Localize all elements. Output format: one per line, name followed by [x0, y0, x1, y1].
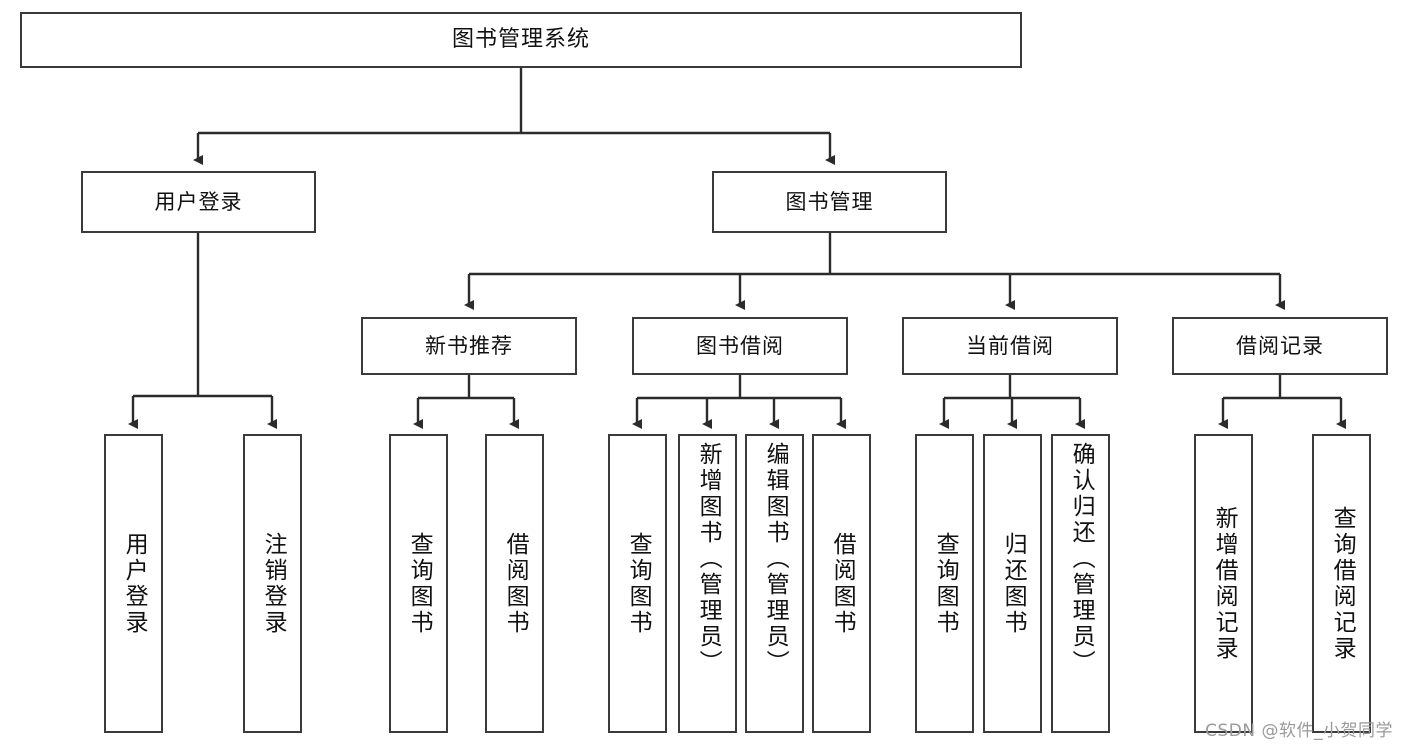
node-leaf-query-book-3[interactable]: 查询图书: [915, 434, 974, 733]
node-book-borrow[interactable]: 图书借阅: [632, 317, 848, 375]
node-leaf-query-book-1-label: 查询图书: [406, 531, 433, 636]
node-leaf-borrow-book-2[interactable]: 借阅图书: [812, 434, 871, 733]
node-root[interactable]: 图书管理系统: [20, 12, 1022, 68]
node-leaf-borrow-book-1[interactable]: 借阅图书: [485, 434, 544, 733]
node-borrow-record[interactable]: 借阅记录: [1172, 317, 1388, 375]
node-leaf-add-book[interactable]: 新增图书（管理员）: [678, 434, 737, 733]
node-new-book-recommend-label: 新书推荐: [425, 333, 513, 358]
node-leaf-user-login[interactable]: 用户登录: [104, 434, 163, 733]
node-borrow-record-label: 借阅记录: [1236, 333, 1324, 358]
node-leaf-logout-label: 注销登录: [260, 531, 287, 636]
node-leaf-borrow-book-1-label: 借阅图书: [502, 531, 529, 636]
node-current-borrow[interactable]: 当前借阅: [902, 317, 1118, 375]
node-leaf-confirm-return-label: 确认归还（管理员）: [1068, 442, 1095, 676]
node-leaf-query-record[interactable]: 查询借阅记录: [1312, 434, 1371, 733]
node-root-label: 图书管理系统: [451, 27, 590, 53]
node-user-login[interactable]: 用户登录: [81, 171, 316, 233]
node-book-manage[interactable]: 图书管理: [712, 171, 947, 233]
node-leaf-logout[interactable]: 注销登录: [243, 434, 302, 733]
node-leaf-return-book[interactable]: 归还图书: [983, 434, 1042, 733]
node-user-login-label: 用户登录: [154, 189, 243, 214]
node-book-manage-label: 图书管理: [785, 189, 874, 214]
node-leaf-query-book-2[interactable]: 查询图书: [608, 434, 667, 733]
node-current-borrow-label: 当前借阅: [966, 333, 1054, 358]
node-leaf-query-book-3-label: 查询图书: [932, 531, 959, 636]
watermark-text: CSDN @软件_小贺同学: [1205, 721, 1393, 741]
node-leaf-confirm-return[interactable]: 确认归还（管理员）: [1051, 434, 1110, 733]
node-leaf-add-record[interactable]: 新增借阅记录: [1194, 434, 1253, 733]
node-leaf-query-book-1[interactable]: 查询图书: [389, 434, 448, 733]
node-leaf-query-book-2-label: 查询图书: [625, 531, 652, 636]
node-new-book-recommend[interactable]: 新书推荐: [361, 317, 577, 375]
node-leaf-user-login-label: 用户登录: [121, 531, 148, 636]
node-leaf-return-book-label: 归还图书: [1000, 531, 1027, 636]
node-leaf-edit-book[interactable]: 编辑图书（管理员）: [745, 434, 804, 733]
node-leaf-add-record-label: 新增借阅记录: [1211, 505, 1238, 662]
node-leaf-query-record-label: 查询借阅记录: [1329, 505, 1356, 662]
node-leaf-borrow-book-2-label: 借阅图书: [829, 531, 856, 636]
node-book-borrow-label: 图书借阅: [696, 333, 784, 358]
node-leaf-add-book-label: 新增图书（管理员）: [695, 442, 722, 676]
node-leaf-edit-book-label: 编辑图书（管理员）: [762, 442, 789, 676]
